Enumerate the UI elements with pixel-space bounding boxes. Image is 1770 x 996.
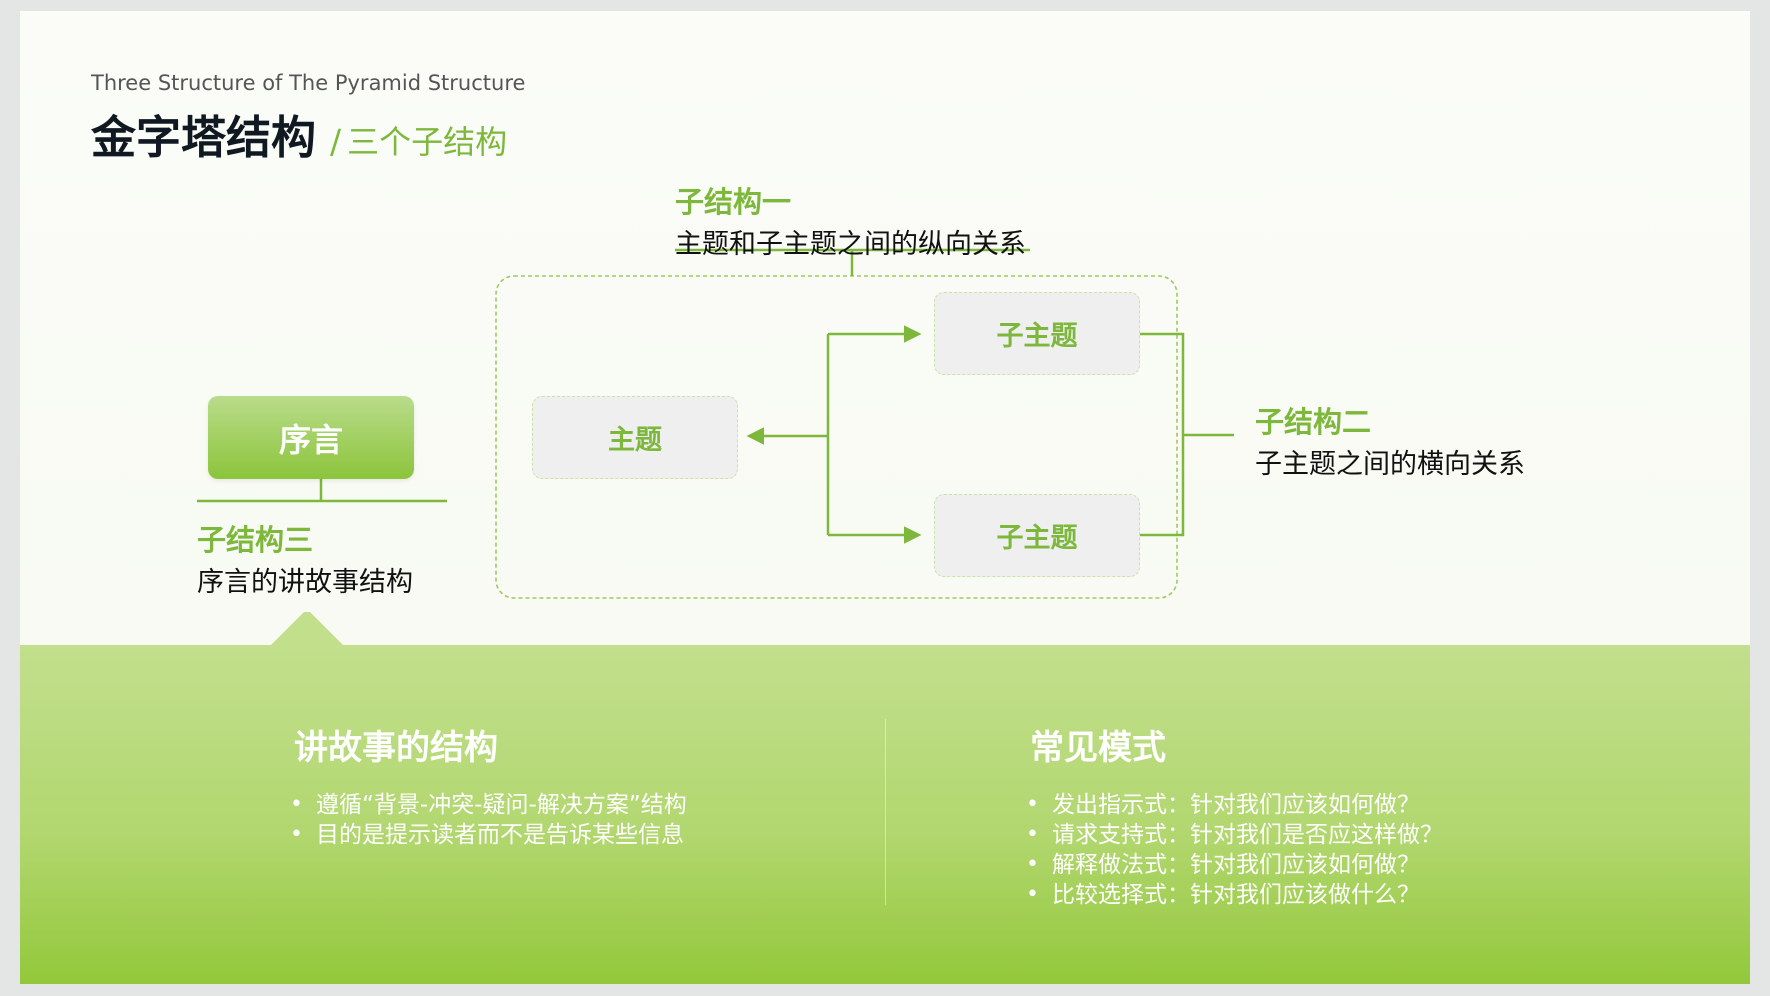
sub1-label: 子结构一 主题和子主题之间的纵向关系: [675, 179, 1026, 261]
list-item: 目的是提示读者而不是告诉某些信息: [288, 820, 687, 850]
sub2-desc: 子主题之间的横向关系: [1255, 449, 1525, 480]
subtopic-bottom-box: 子主题: [934, 494, 1140, 577]
connector-lines: [197, 248, 1234, 599]
sub2-heading: 子结构二: [1255, 405, 1372, 439]
page-subtitle: 三个子结构: [347, 123, 508, 161]
list-item: 比较选择式：针对我们应该做什么？: [1024, 880, 1443, 910]
sub2-bracket: [1135, 332, 1185, 537]
list-item: 遵循“背景-冲突-疑问-解决方案”结构: [288, 790, 687, 820]
panel-pointer: [270, 612, 344, 646]
preface-box: 序言: [208, 396, 414, 479]
storytelling-list: 遵循“背景-冲突-疑问-解决方案”结构 目的是提示读者而不是告诉某些信息: [288, 790, 687, 850]
storytelling-heading: 讲故事的结构: [294, 728, 498, 768]
eyebrow-text: Three Structure of The Pyramid Structure: [91, 71, 526, 95]
sub3-heading: 子结构三: [197, 523, 314, 557]
sub3-label: 子结构三 序言的讲故事结构: [197, 517, 413, 599]
sub1-desc: 主题和子主题之间的纵向关系: [675, 229, 1026, 260]
panel-divider: [885, 719, 886, 905]
topic-group-frame: [495, 275, 1178, 599]
title-separator: /: [330, 122, 342, 161]
bottom-panel: 讲故事的结构 遵循“背景-冲突-疑问-解决方案”结构 目的是提示读者而不是告诉某…: [20, 612, 1750, 984]
sub2-label: 子结构二 子主题之间的横向关系: [1255, 399, 1525, 481]
common-patterns-list: 发出指示式：针对我们应该如何做？ 请求支持式：针对我们是否应这样做？ 解释做法式…: [1024, 790, 1443, 910]
list-item: 请求支持式：针对我们是否应这样做？: [1024, 820, 1443, 850]
sub3-desc: 序言的讲故事结构: [197, 567, 413, 598]
list-item: 解释做法式：针对我们应该如何做？: [1024, 850, 1443, 880]
page-title: 金字塔结构: [91, 111, 317, 164]
topic-box: 主题: [532, 396, 738, 479]
slide: Three Structure of The Pyramid Structure…: [20, 11, 1750, 984]
title-row: 金字塔结构 / 三个子结构: [91, 101, 507, 166]
subtopic-top-box: 子主题: [934, 292, 1140, 375]
sub1-heading: 子结构一: [675, 185, 792, 219]
list-item: 发出指示式：针对我们应该如何做？: [1024, 790, 1443, 820]
common-patterns-heading: 常见模式: [1030, 728, 1166, 768]
